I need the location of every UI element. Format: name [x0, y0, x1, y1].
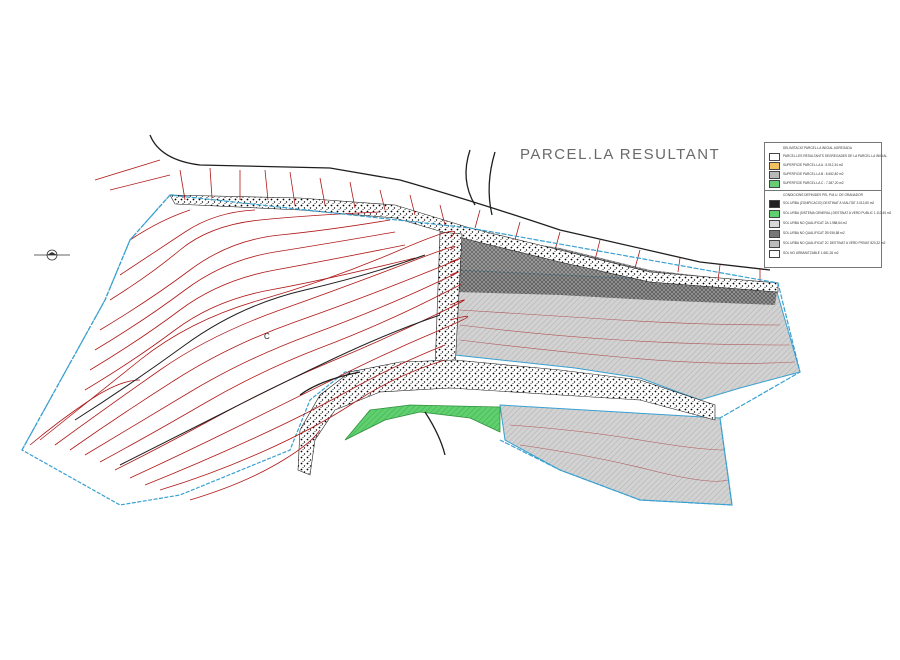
legend-row: SOL URBA NO QUALIFICAT 2B 936,88 m2 [769, 230, 877, 238]
legend-swatch [769, 210, 780, 218]
legend-header-2: CONDICIONS DEFINIDES PEL P.M.U. DE GRANA… [783, 193, 863, 197]
legend-label: SOL URBA NO QUALIFICAT 2A 1.988,64 m2 [783, 221, 848, 225]
legend-swatch [769, 180, 780, 188]
legend-row: SOL URBA NO QUALIFICAT 2A 1.988,64 m2 [769, 220, 877, 228]
green-zone-area [344, 404, 501, 441]
road-strip-curve [297, 359, 716, 476]
contour-index-lines [74, 254, 441, 466]
legend-panel: DELIMITACIO PARCEL.LA INICIAL AGREGADA P… [764, 142, 891, 268]
legend-label: PARCEL.LES RESULTANTS SEGREGADES DE LA P… [783, 154, 888, 158]
legend-row: SUPERFICIE PARCEL.LA C : 7.287,20 m2 [769, 180, 877, 188]
legend-row: SOL URBA (ZONIFICACIO) DESTINAT A VIALIT… [769, 200, 877, 208]
legend-row: SUPERFICIE PARCEL.LA A : 5.912,34 m2 [769, 162, 877, 170]
contour-lines-parcel-b [459, 309, 796, 482]
north-arrow-icon [34, 249, 70, 261]
legend-swatch [769, 220, 780, 228]
legend-label: SUPERFICIE PARCEL.LA A : 5.912,34 m2 [783, 163, 844, 167]
legend-label: SOL NO URBANITZABLE 1.681,26 m2 [783, 251, 839, 255]
legend-label: SOL URBA (SISTEMA GENERAL) DESTINAT A VE… [783, 211, 892, 215]
legend-label: SOL URBA NO QUALIFICAT 2B 936,88 m2 [783, 231, 845, 235]
road-lines [149, 134, 771, 456]
parcel-c-label: C [264, 332, 270, 341]
legend-label: SUPERFICIE PARCEL.LA C : 7.287,20 m2 [783, 181, 844, 185]
site-boundary [21, 194, 801, 506]
parcel-b-lower-area [499, 404, 733, 506]
contour-lines [29, 209, 469, 501]
legend-swatch [769, 240, 780, 248]
legend-row: SOL URBA NO QUALIFICAT 2C DESTINAT A VER… [769, 240, 885, 248]
legend-label: SUPERFICIE PARCEL.LA B : 8.652,80 m2 [783, 172, 844, 176]
legend-label: SOL URBA (ZONIFICACIO) DESTINAT A VIALIT… [783, 201, 875, 205]
legend-row: SUPERFICIE PARCEL.LA B : 8.652,80 m2 [769, 171, 877, 179]
legend-divider [765, 190, 881, 191]
survey-ticks [94, 159, 761, 282]
legend-swatch [769, 230, 780, 238]
legend-row: SOL URBA (SISTEMA GENERAL) DESTINAT A VE… [769, 210, 891, 218]
legend-swatch [769, 200, 780, 208]
legend-swatch [769, 171, 780, 179]
page-title: PARCEL.LA RESULTANT [520, 146, 721, 163]
legend-row: SOL NO URBANITZABLE 1.681,26 m2 [769, 250, 877, 258]
legend-header: DELIMITACIO PARCEL.LA INICIAL AGREGADA [783, 146, 852, 150]
legend-row: PARCEL.LES RESULTANTS SEGREGADES DE LA P… [769, 153, 887, 161]
legend-label: SOL URBA NO QUALIFICAT 2C DESTINAT A VER… [783, 241, 886, 245]
legend-swatch [769, 153, 780, 161]
legend-swatch [769, 162, 780, 170]
legend-swatch [769, 250, 780, 258]
parcel-c-area [21, 194, 456, 506]
